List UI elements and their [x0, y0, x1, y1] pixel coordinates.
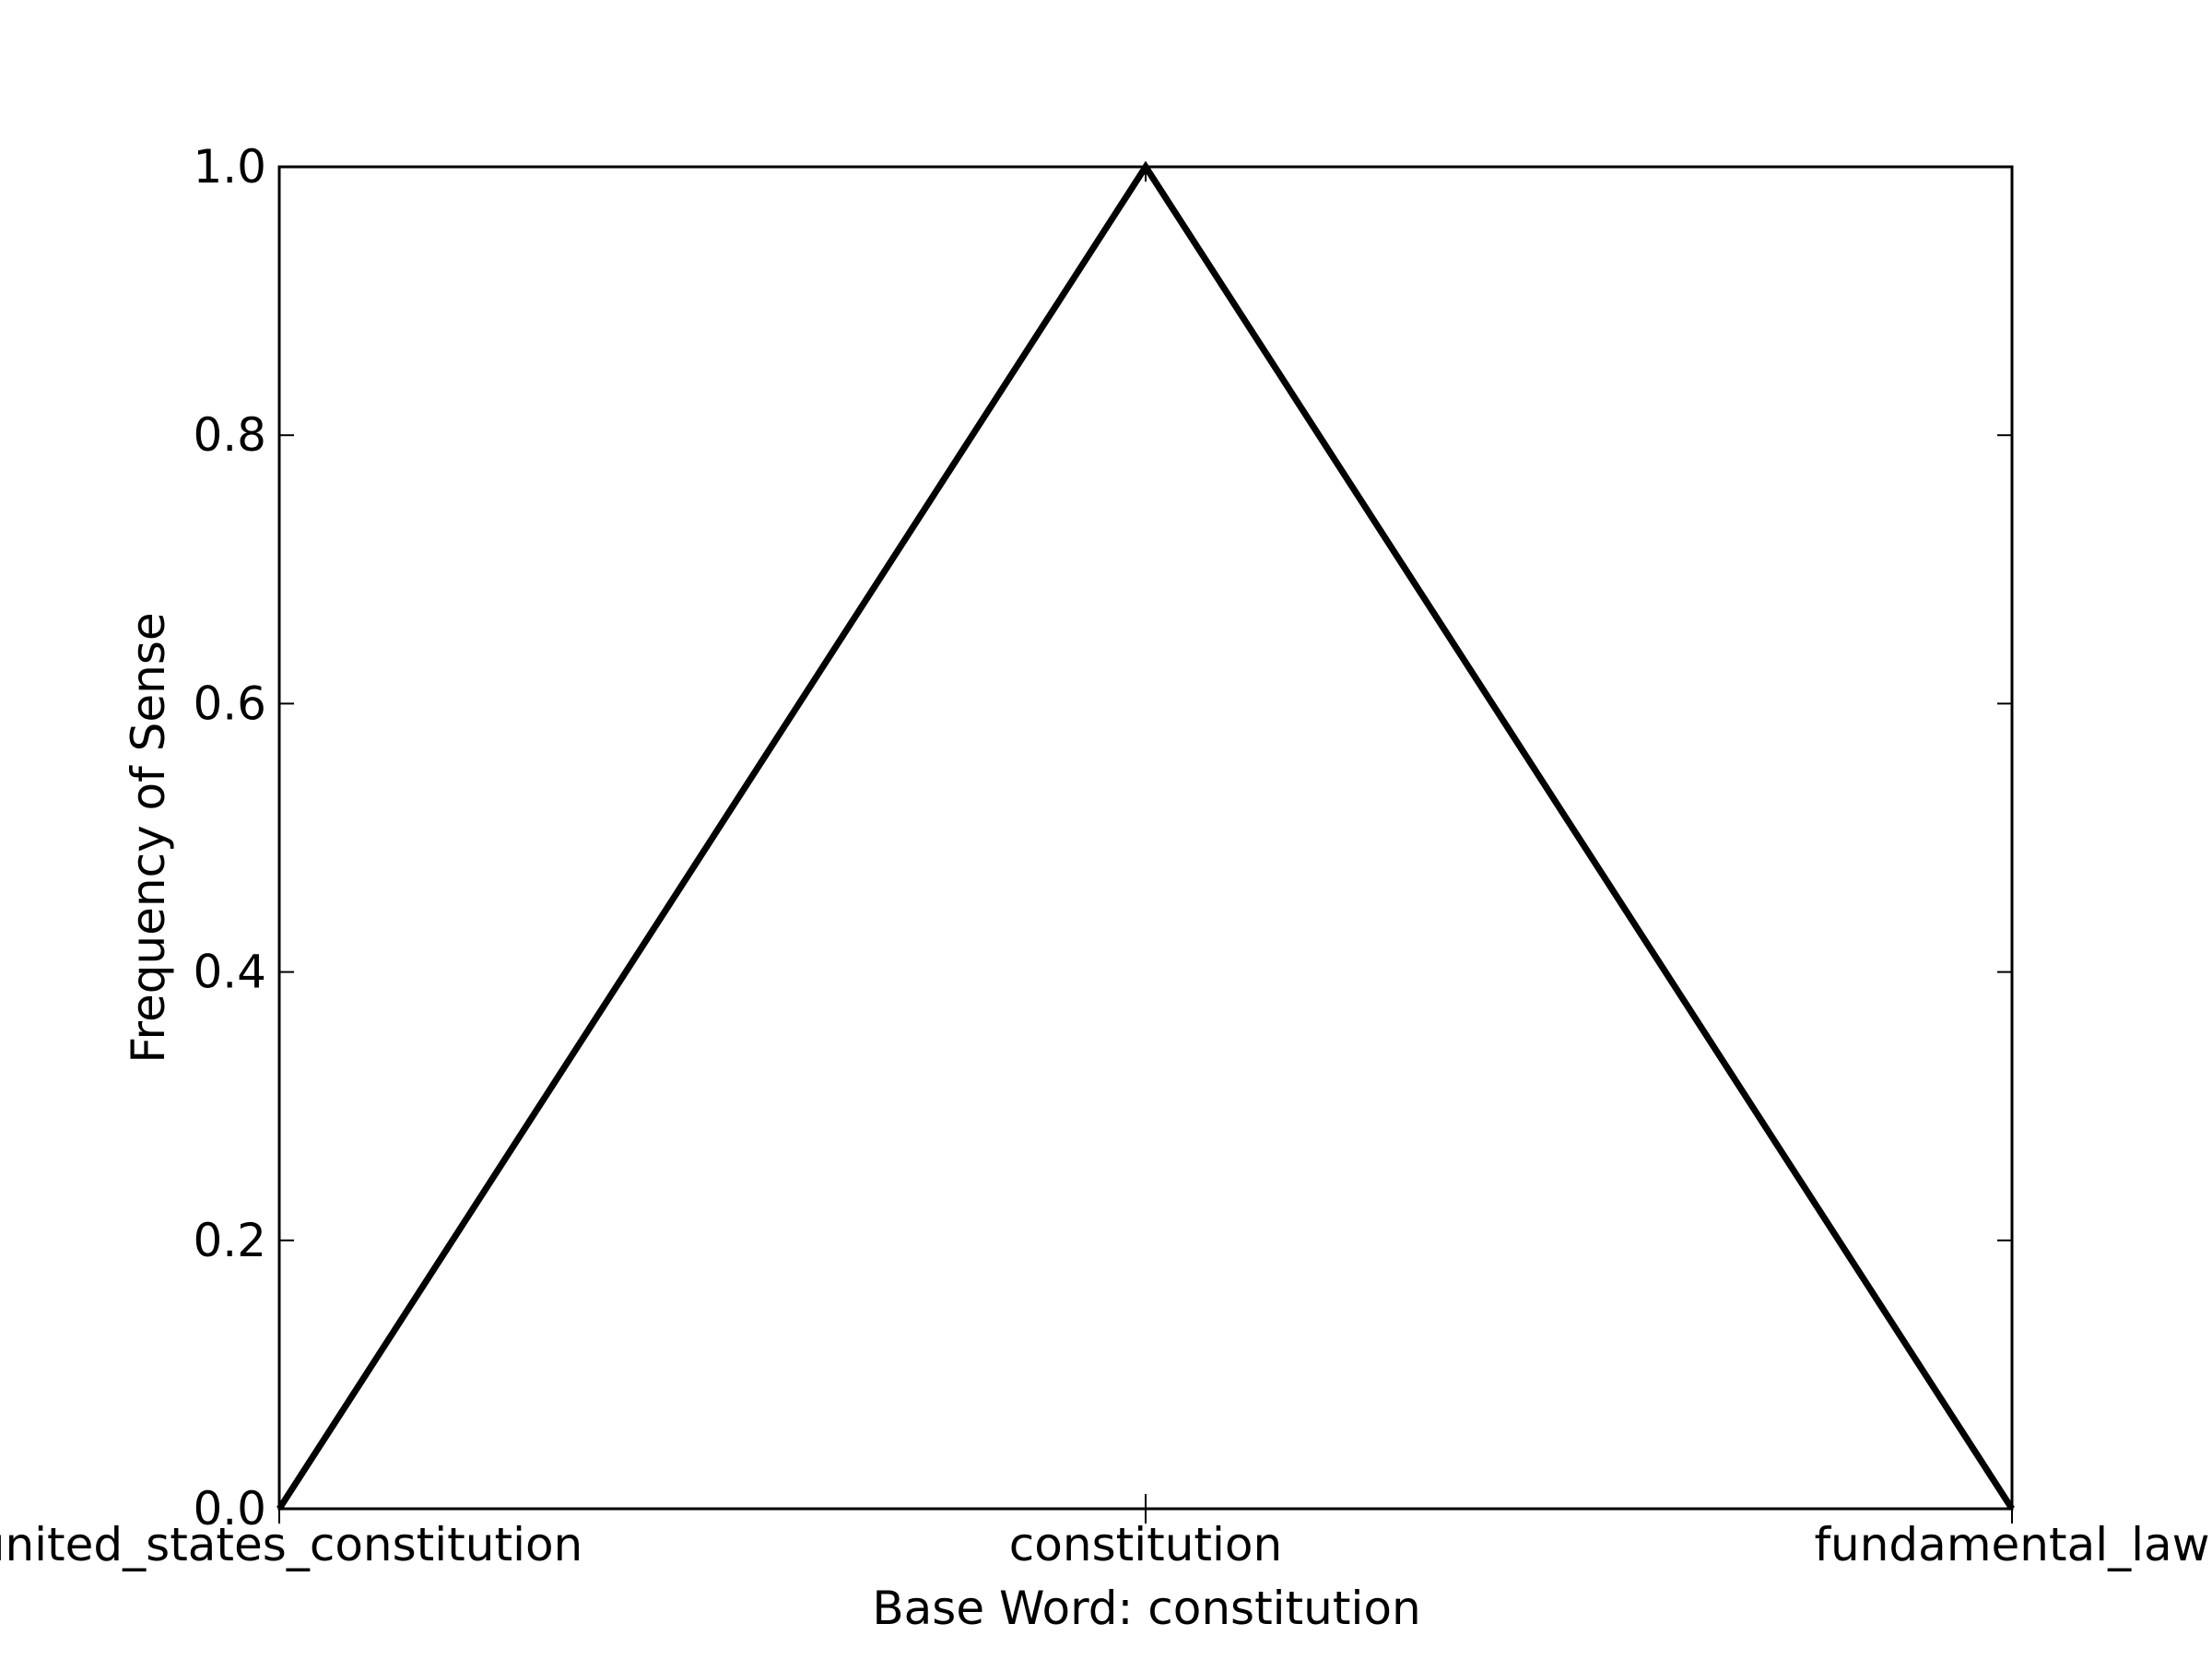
x-tick-label: fundamental_law	[1814, 1518, 2209, 1571]
y-tick-labels: 0.0 0.2 0.4 0.6 0.8 1.0	[193, 140, 266, 1535]
y-tick-label: 0.0	[193, 1482, 266, 1535]
plot-frame	[277, 165, 2014, 1511]
y-tick-label: 0.6	[193, 677, 266, 730]
x-tick-labels: united_states_constitution constitution fu…	[0, 1518, 2210, 1571]
y-tick-label: 0.4	[193, 946, 266, 999]
x-tick-label: united_states_constitution	[0, 1518, 582, 1571]
y-tick-label: 1.0	[193, 140, 266, 194]
x-axis-label: Base Word: constitution	[872, 1582, 1420, 1635]
x-tick-label: constitution	[1009, 1518, 1282, 1571]
y-axis-label: Frequency of Sense	[122, 612, 175, 1063]
plot-area	[279, 167, 2012, 1509]
y-tick-label: 0.2	[193, 1214, 266, 1267]
y-tick-label: 0.8	[193, 408, 266, 462]
